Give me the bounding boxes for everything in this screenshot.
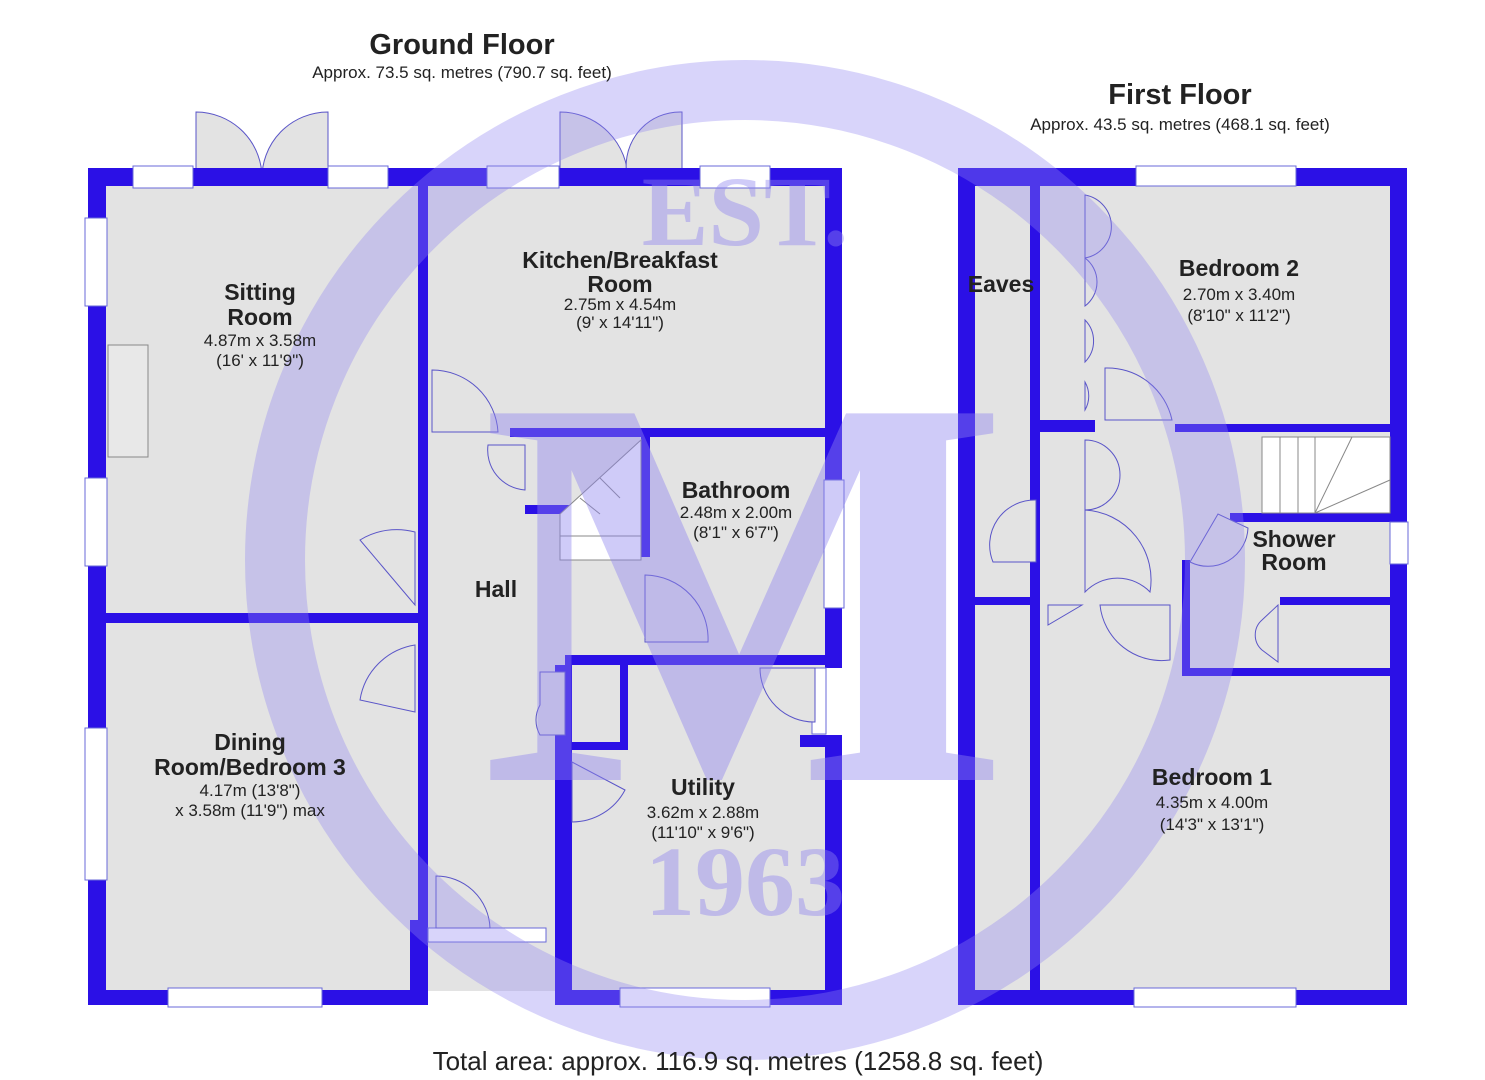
svg-text:4.17m (13'8"): 4.17m (13'8") xyxy=(200,781,301,800)
svg-text:3.62m x 2.88m: 3.62m x 2.88m xyxy=(647,803,759,822)
door xyxy=(431,369,499,433)
svg-text:Bathroom: Bathroom xyxy=(682,477,791,503)
door xyxy=(989,499,1037,563)
wardrobe-door xyxy=(1084,380,1090,412)
window xyxy=(132,165,194,189)
svg-text:(8'10" x 11'2"): (8'10" x 11'2") xyxy=(1187,306,1290,325)
first-floor-area: Approx. 43.5 sq. metres (468.1 sq. feet) xyxy=(1030,115,1330,134)
ground-floor-title: Ground Floor xyxy=(369,29,554,61)
window xyxy=(486,165,560,189)
svg-text:Room: Room xyxy=(227,304,292,330)
window xyxy=(84,727,108,881)
door xyxy=(1189,513,1249,567)
svg-text:Room: Room xyxy=(1261,549,1326,575)
svg-text:(14'3" x 13'1"): (14'3" x 13'1") xyxy=(1160,815,1265,834)
room-label-kitchen: Kitchen/Breakfast Room 2.75m x 4.54m (9'… xyxy=(522,247,718,332)
svg-text:EST.: EST. xyxy=(642,156,849,267)
svg-text:x 3.58m (11'9") max: x 3.58m (11'9") max xyxy=(175,801,325,820)
first-floor-title: First Floor xyxy=(1108,79,1251,111)
door xyxy=(1047,604,1084,626)
watermark-logo: EST. M 1963 xyxy=(245,60,1245,1060)
svg-text:Dining: Dining xyxy=(214,729,286,755)
window xyxy=(1389,521,1409,565)
room-label-bedroom-1: Bedroom 1 4.35m x 4.00m (14'3" x 13'1") xyxy=(1152,764,1272,834)
svg-text:(8'1" x 6'7"): (8'1" x 6'7") xyxy=(693,523,779,542)
room-label-hall: Hall xyxy=(475,576,517,602)
svg-text:M: M xyxy=(481,282,1010,902)
door xyxy=(571,761,626,823)
svg-text:Bedroom 1: Bedroom 1 xyxy=(1152,764,1272,790)
back-door xyxy=(759,667,816,723)
svg-text:Room/Bedroom 3: Room/Bedroom 3 xyxy=(154,754,346,780)
room-label-dining-room: Dining Room/Bedroom 3 4.17m (13'8") x 3.… xyxy=(154,729,346,820)
ground-floor-plan xyxy=(84,111,845,1008)
svg-text:(11'10" x 9'6"): (11'10" x 9'6") xyxy=(651,823,754,842)
wardrobe-door xyxy=(1084,256,1098,308)
svg-text:(9' x 14'11"): (9' x 14'11") xyxy=(576,313,664,332)
front-door xyxy=(435,875,491,929)
room-label-shower-room: Shower Room xyxy=(1252,526,1335,575)
svg-text:Sitting: Sitting xyxy=(224,279,296,305)
room-label-bathroom: Bathroom 2.48m x 2.00m (8'1" x 6'7") xyxy=(680,477,792,542)
svg-text:2.70m x 3.40m: 2.70m x 3.40m xyxy=(1183,285,1295,304)
total-area: Total area: approx. 116.9 sq. metres (12… xyxy=(433,1046,1044,1076)
window xyxy=(1133,987,1297,1008)
svg-text:4.35m x 4.00m: 4.35m x 4.00m xyxy=(1156,793,1268,812)
door xyxy=(359,529,416,607)
staircase xyxy=(559,438,642,561)
first-floor-plan xyxy=(958,165,1409,1008)
door xyxy=(644,574,709,643)
window xyxy=(84,217,108,307)
door xyxy=(1099,604,1171,662)
door xyxy=(487,444,526,491)
room-label-bedroom-2: Bedroom 2 2.70m x 3.40m (8'10" x 11'2") xyxy=(1179,255,1299,325)
room-label-eaves: Eaves xyxy=(968,271,1035,297)
cupboard-door xyxy=(1254,603,1279,663)
room-label-sitting-room: Sitting Room 4.87m x 3.58m (16' x 11'9") xyxy=(204,279,316,370)
door xyxy=(359,644,416,713)
svg-text:4.87m x 3.58m: 4.87m x 3.58m xyxy=(204,331,316,350)
door xyxy=(1104,367,1173,421)
window xyxy=(1135,165,1297,187)
door xyxy=(1084,439,1121,511)
staircase xyxy=(1261,436,1391,514)
svg-text:1963: 1963 xyxy=(645,826,845,937)
cupboard-door xyxy=(535,671,566,736)
ground-floor-area: Approx. 73.5 sq. metres (790.7 sq. feet) xyxy=(312,63,612,82)
window xyxy=(327,165,389,189)
wardrobe-door xyxy=(1084,318,1095,364)
svg-text:(16' x 11'9"): (16' x 11'9") xyxy=(216,351,304,370)
window xyxy=(619,987,771,1008)
svg-text:Utility: Utility xyxy=(671,774,735,800)
window xyxy=(84,477,108,567)
wardrobe-door xyxy=(1084,194,1112,259)
svg-text:Room: Room xyxy=(587,271,652,297)
window xyxy=(823,479,845,609)
window xyxy=(699,165,771,189)
door xyxy=(1084,509,1152,594)
fireplace xyxy=(107,344,149,458)
window xyxy=(167,987,323,1008)
svg-text:Bedroom 2: Bedroom 2 xyxy=(1179,255,1299,281)
svg-text:2.75m x 4.54m: 2.75m x 4.54m xyxy=(564,295,676,314)
svg-text:Shower: Shower xyxy=(1252,526,1335,552)
svg-text:Kitchen/Breakfast: Kitchen/Breakfast xyxy=(522,247,718,273)
room-label-utility: Utility 3.62m x 2.88m (11'10" x 9'6") xyxy=(647,774,759,842)
svg-text:2.48m x 2.00m: 2.48m x 2.00m xyxy=(680,503,792,522)
